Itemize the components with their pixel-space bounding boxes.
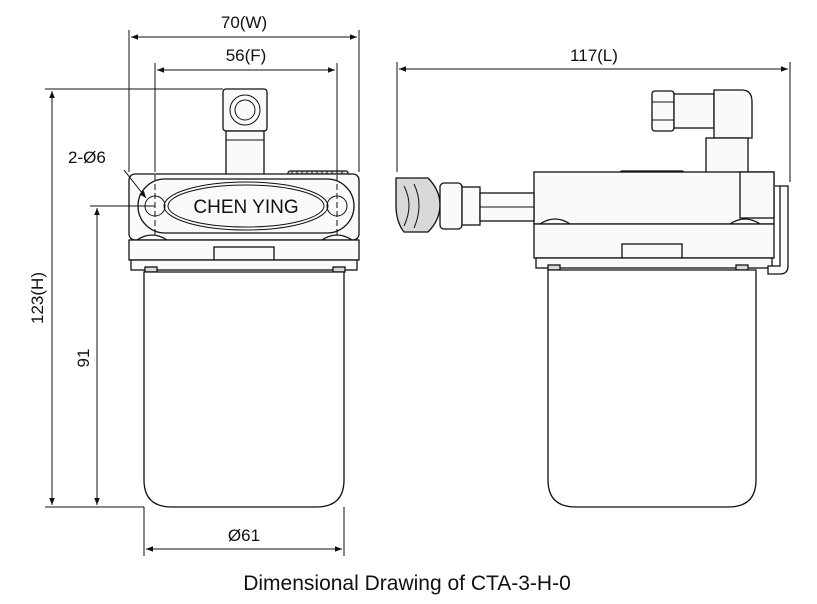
dim-hole-label: 2-Ø6 <box>68 148 106 167</box>
side-oil-bowl <box>547 269 757 508</box>
front-connector-nut <box>222 88 268 132</box>
front-oil-bowl <box>143 271 345 508</box>
side-view <box>395 89 789 508</box>
dim-flange-label: 56(F) <box>226 46 267 65</box>
brand-logo-text: CHEN YING <box>193 197 298 218</box>
dim-height-label: 123(H) <box>28 272 47 324</box>
dimension-labels: 70(W) 56(F) 117(L) 2-Ø6 123(H) 91 Ø61 Di… <box>28 13 618 595</box>
front-view: CHEN YING <box>128 88 360 508</box>
dim-width-label: 70(W) <box>221 13 267 32</box>
side-head-block <box>533 171 775 225</box>
front-nameplate: CHEN YING <box>137 178 355 234</box>
front-neck <box>225 130 265 176</box>
drawing-caption: Dimensional Drawing of CTA-3-H-0 <box>243 572 571 595</box>
side-mount-bracket <box>767 185 789 275</box>
dim-length-label: 117(L) <box>570 46 618 65</box>
side-sight-glass <box>395 177 535 233</box>
dimension-lines <box>45 30 791 556</box>
dim-bowl-diameter-label: Ø61 <box>228 526 260 545</box>
dim-bowl-height-label: 91 <box>74 349 93 368</box>
